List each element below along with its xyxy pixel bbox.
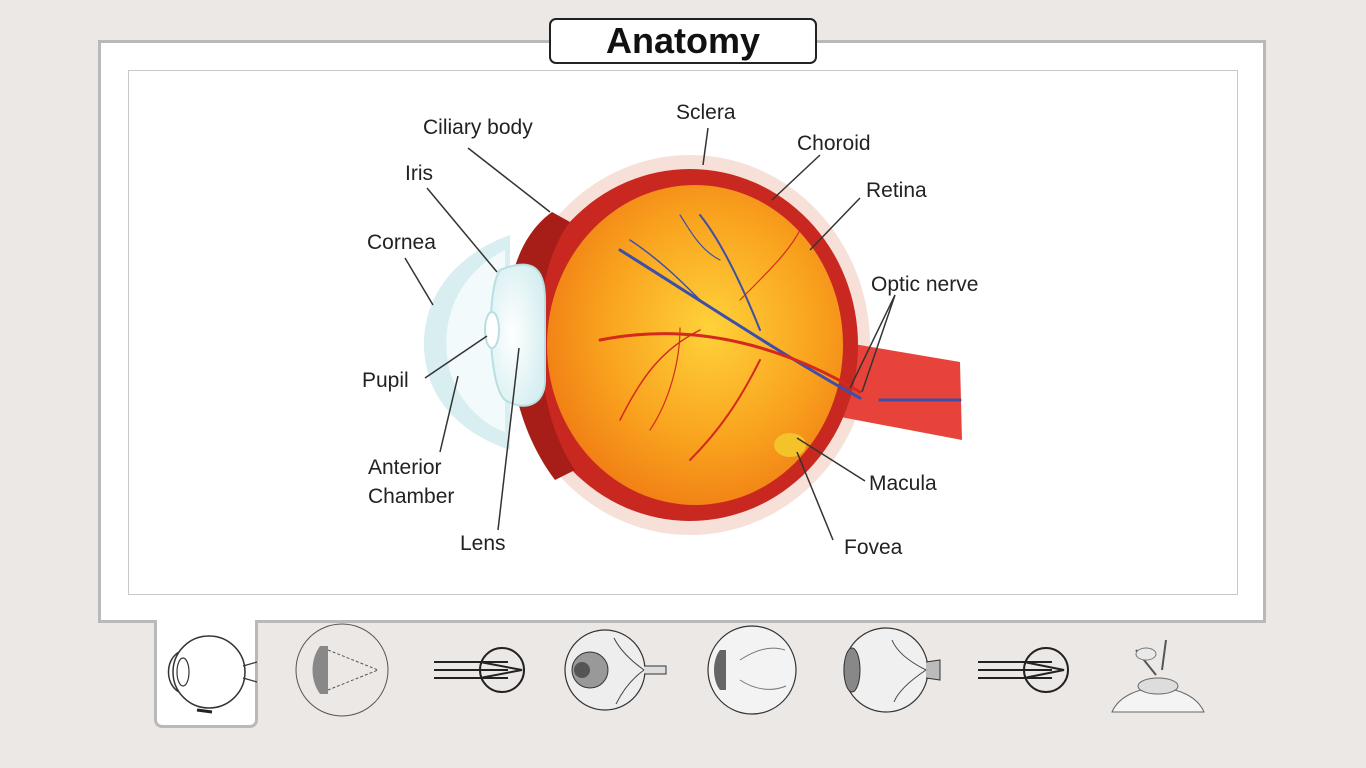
label-cornea: Cornea <box>367 231 436 254</box>
eye-anatomy-diagram: Ciliary body Sclera Choroid Iris Retina … <box>362 101 978 559</box>
pupil-shape <box>484 311 500 349</box>
refraction-icon-2 <box>978 647 1069 693</box>
optic-nerve-shape <box>830 340 962 440</box>
cornea-surgery-icon <box>1111 639 1205 713</box>
label-chamber: Chamber <box>368 485 454 508</box>
eye-cross-section-icon <box>167 635 258 714</box>
thumb-cornea-surgery[interactable] <box>1106 620 1210 728</box>
thumb-light-refraction-2[interactable] <box>974 620 1078 728</box>
label-lens: Lens <box>460 532 506 555</box>
thumb-eye-retina-vessels[interactable] <box>560 620 667 728</box>
page-title: Anatomy <box>549 18 817 64</box>
page-title-text: Anatomy <box>605 20 761 61</box>
thumbnail-strip <box>0 620 1366 768</box>
label-choroid: Choroid <box>797 132 871 155</box>
leader-lines <box>404 127 896 541</box>
retinal-vessels <box>598 214 962 461</box>
fundus-icon <box>707 625 797 715</box>
thumb-eye-vision-field[interactable] <box>290 620 394 728</box>
label-optic-nerve: Optic nerve <box>871 273 978 296</box>
label-iris: Iris <box>405 162 433 185</box>
thumb-eye-optic-nerve[interactable] <box>836 620 941 728</box>
macula-shape <box>774 433 806 457</box>
thumb-light-refraction-1[interactable] <box>430 620 534 728</box>
label-fovea: Fovea <box>844 536 903 559</box>
label-retina: Retina <box>866 179 927 202</box>
vitreous-body <box>547 185 843 505</box>
eye-vessels-icon <box>564 629 667 711</box>
vision-field-icon <box>295 623 389 717</box>
optic-nerve-icon <box>843 627 941 713</box>
refraction-icon <box>434 647 525 693</box>
label-sclera: Sclera <box>676 101 736 124</box>
label-anterior: Anterior <box>368 456 442 479</box>
thumb-fundus-view[interactable] <box>700 620 804 728</box>
label-pupil: Pupil <box>362 369 409 392</box>
thumb-eye-cross-section[interactable] <box>154 620 258 728</box>
label-ciliary-body: Ciliary body <box>423 116 533 139</box>
label-macula: Macula <box>869 472 937 495</box>
